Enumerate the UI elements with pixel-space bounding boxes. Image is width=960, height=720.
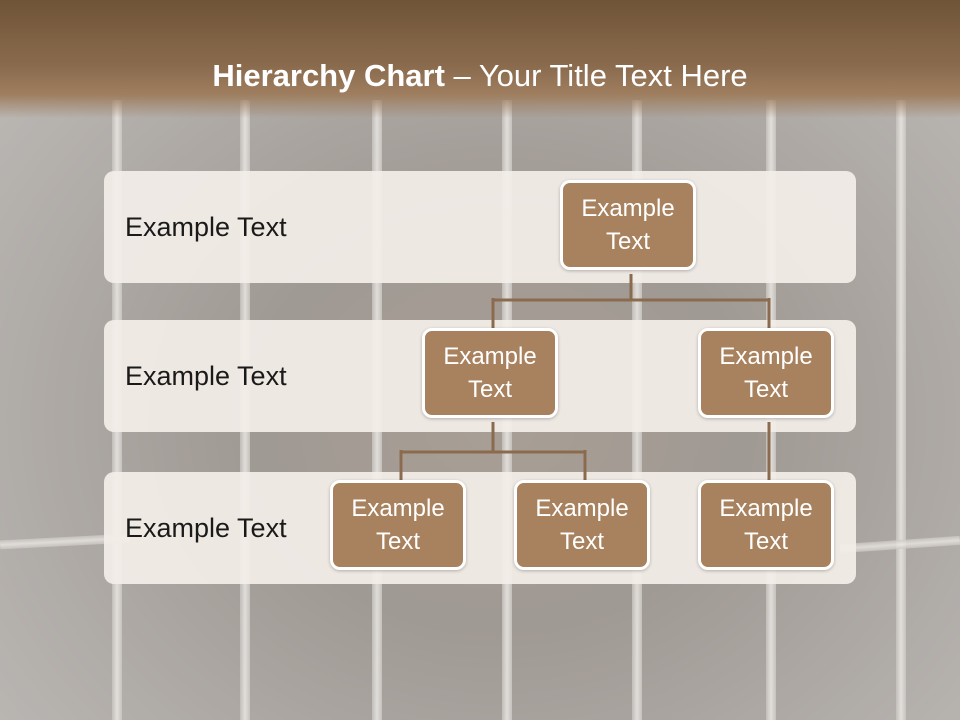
node-level2-left: Example Text [422, 328, 558, 418]
node-level3-middle: Example Text [514, 480, 650, 570]
node-level3-right: Example Text [698, 480, 834, 570]
row-label-3: Example Text [125, 513, 287, 543]
page-title: Hierarchy Chart – Your Title Text Here [0, 58, 960, 94]
title-rest: – Your Title Text Here [444, 58, 748, 93]
title-bar [0, 0, 960, 118]
node-root: Example Text [560, 180, 696, 270]
connector-level2-left-to-level3 [399, 422, 587, 482]
title-bold: Hierarchy Chart [212, 58, 445, 93]
node-level3-left: Example Text [330, 480, 466, 570]
node-level2-right: Example Text [698, 328, 834, 418]
row-label-1: Example Text [125, 212, 287, 242]
connector-root-to-level2 [491, 274, 771, 330]
level-row-1: Example Text [104, 171, 856, 283]
row-label-2: Example Text [125, 361, 287, 391]
